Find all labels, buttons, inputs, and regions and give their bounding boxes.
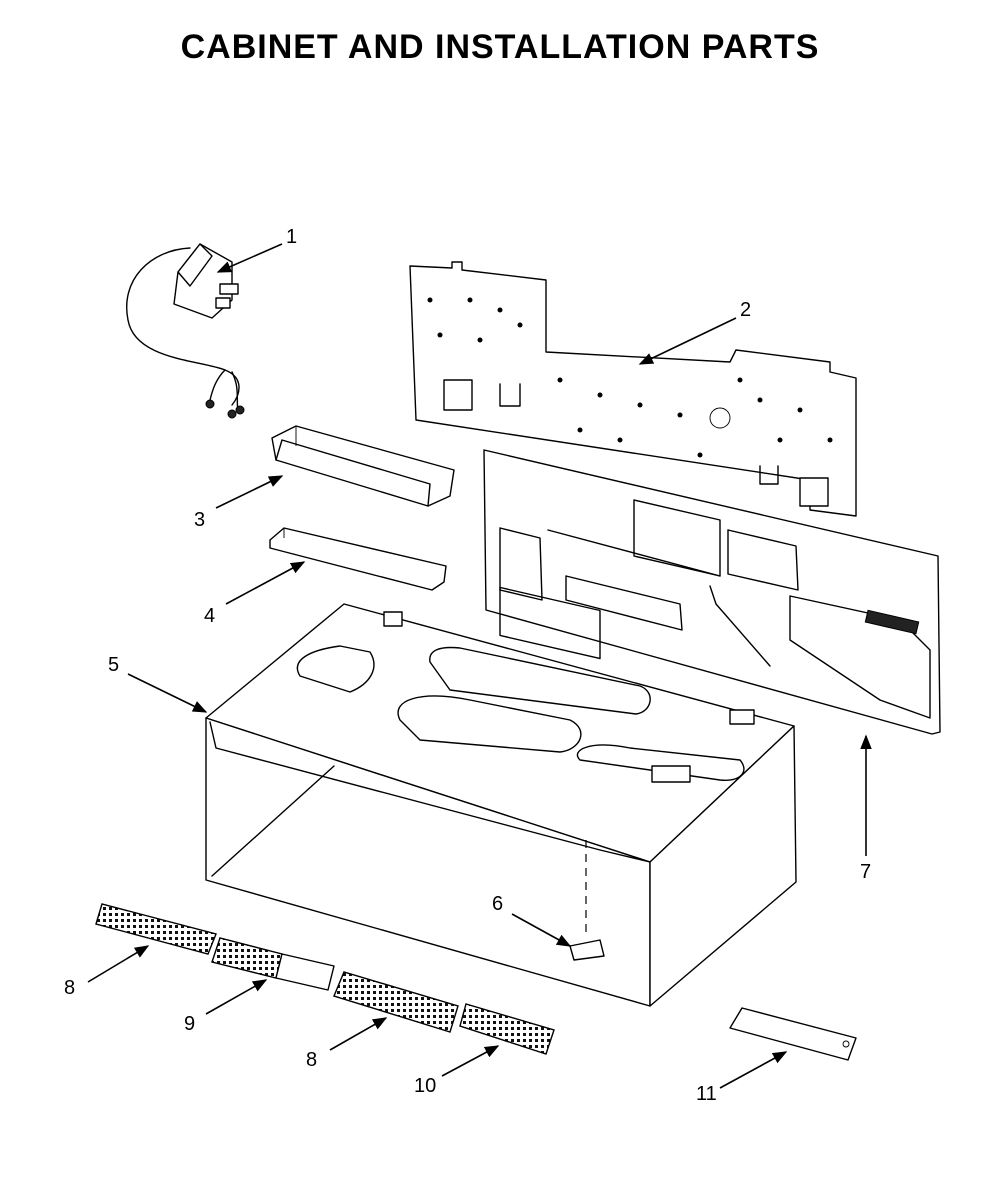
- grille-left-part[interactable]: [87, 903, 217, 983]
- cabinet-part[interactable]: [127, 603, 797, 1007]
- mounting-plate-part[interactable]: [409, 261, 857, 517]
- callout-2: 2: [740, 299, 751, 321]
- callout-4: 4: [204, 605, 215, 627]
- diagram-title: CABINET AND INSTALLATION PARTS: [180, 28, 820, 66]
- grille-center-part[interactable]: [205, 937, 335, 1015]
- callout-11: 11: [696, 1083, 717, 1105]
- cover-plate-part[interactable]: [719, 1007, 857, 1089]
- callout-5: 5: [108, 654, 119, 676]
- callout-8-right: 8: [306, 1049, 317, 1071]
- callout-8-left: 8: [64, 977, 75, 999]
- leader-line-1: [216, 243, 283, 273]
- callout-7: 7: [860, 861, 871, 883]
- filter-panel-part[interactable]: [225, 527, 447, 605]
- clip-part[interactable]: [511, 913, 605, 961]
- grille-right-part[interactable]: [329, 971, 459, 1051]
- callout-3: 3: [194, 509, 205, 531]
- callout-6: 6: [492, 893, 503, 915]
- end-grille-part[interactable]: [441, 1003, 555, 1077]
- callout-1: 1: [286, 226, 297, 248]
- callout-9: 9: [184, 1013, 195, 1035]
- power-cord-part[interactable]: [126, 243, 245, 419]
- callout-10: 10: [414, 1075, 436, 1097]
- bracket-part[interactable]: [215, 425, 455, 509]
- rear-panel-part[interactable]: [483, 449, 941, 856]
